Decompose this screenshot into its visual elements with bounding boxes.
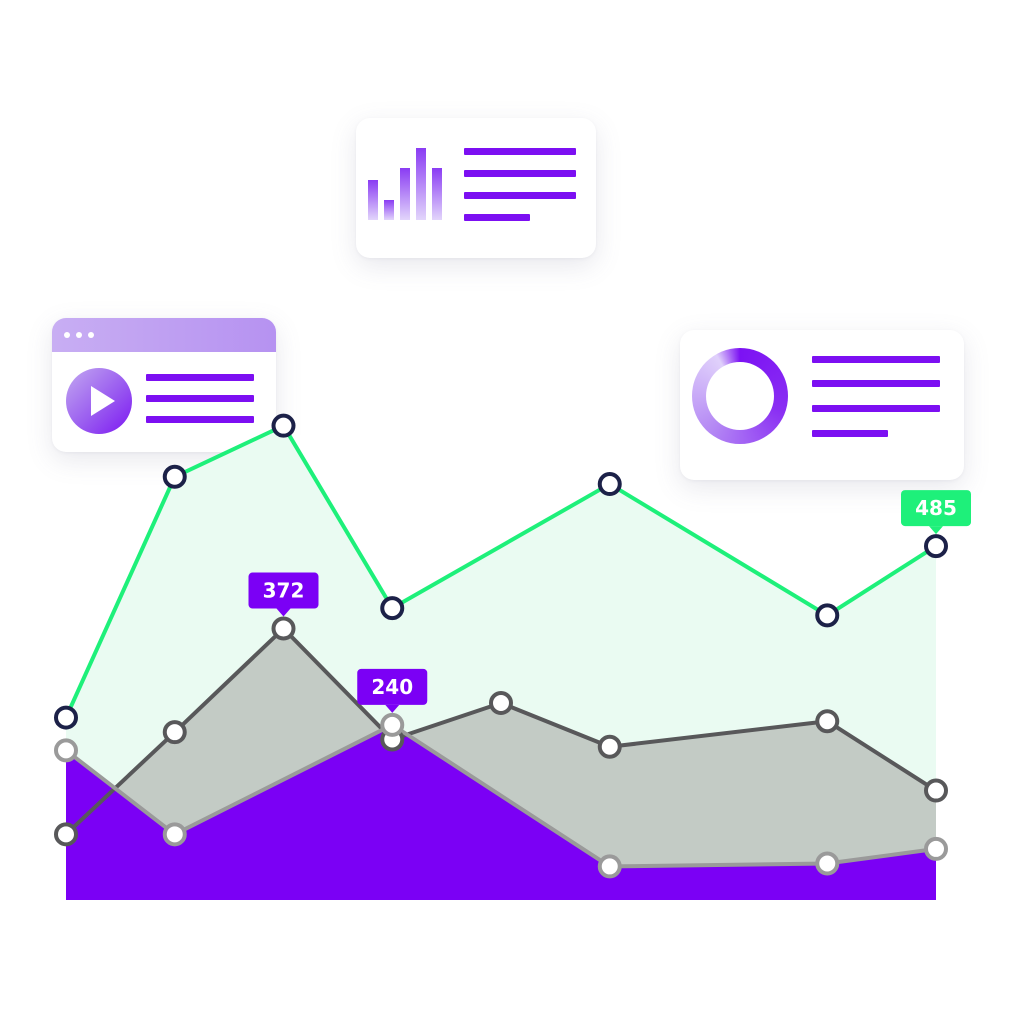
gray-series-point (924, 778, 948, 803)
card-text-line (146, 416, 254, 423)
value-callout-box (248, 572, 319, 609)
green-series-point (380, 596, 405, 621)
card-text-line (464, 214, 530, 221)
value-callout-box (357, 668, 428, 705)
gray-series-point (271, 616, 296, 641)
green-series-point (271, 413, 296, 438)
bar-chart-icon (368, 148, 448, 220)
purple-series-point (380, 712, 405, 737)
gray-series-point (54, 822, 78, 847)
purple-series-point (162, 822, 187, 847)
gray-series-point (162, 720, 187, 745)
gray-series-line (64, 626, 938, 836)
purple-series-point (597, 854, 622, 879)
value-callout-box (901, 490, 971, 527)
gray-series-point (489, 690, 513, 715)
purple-series-point (54, 738, 78, 763)
card-text-line (464, 170, 576, 177)
video-card (52, 318, 276, 452)
green-series-point (924, 534, 948, 559)
card-text-line (464, 192, 576, 199)
window-dots-icon (64, 332, 94, 338)
purple-series-point (924, 836, 948, 861)
purple-series-line (64, 722, 937, 869)
data-label: 240 (371, 675, 413, 699)
card-text-line (146, 395, 254, 402)
card-text-line (812, 405, 940, 412)
green-series-point (597, 472, 622, 497)
green-series-point (815, 603, 840, 628)
purple-series-point (815, 851, 840, 876)
donut-card (680, 330, 964, 480)
value-callout-pointer (385, 704, 400, 713)
value-callout-pointer (276, 608, 291, 617)
data-label: 372 (263, 579, 305, 603)
green-series-point (162, 464, 187, 489)
value-callout-pointer (929, 526, 943, 535)
card-text-line (812, 380, 940, 387)
donut-chart-icon (692, 348, 788, 444)
card-text-line (146, 374, 254, 381)
green-series-point (54, 705, 78, 730)
play-icon (66, 368, 132, 434)
card-text-line (464, 148, 576, 155)
card-text-line (812, 430, 888, 437)
gray-series-point (597, 734, 622, 759)
purple-series-area (66, 724, 936, 900)
stats-card (356, 118, 596, 258)
gray-series-point (815, 709, 840, 734)
card-text-line (812, 356, 940, 363)
data-label: 485 (915, 496, 957, 520)
